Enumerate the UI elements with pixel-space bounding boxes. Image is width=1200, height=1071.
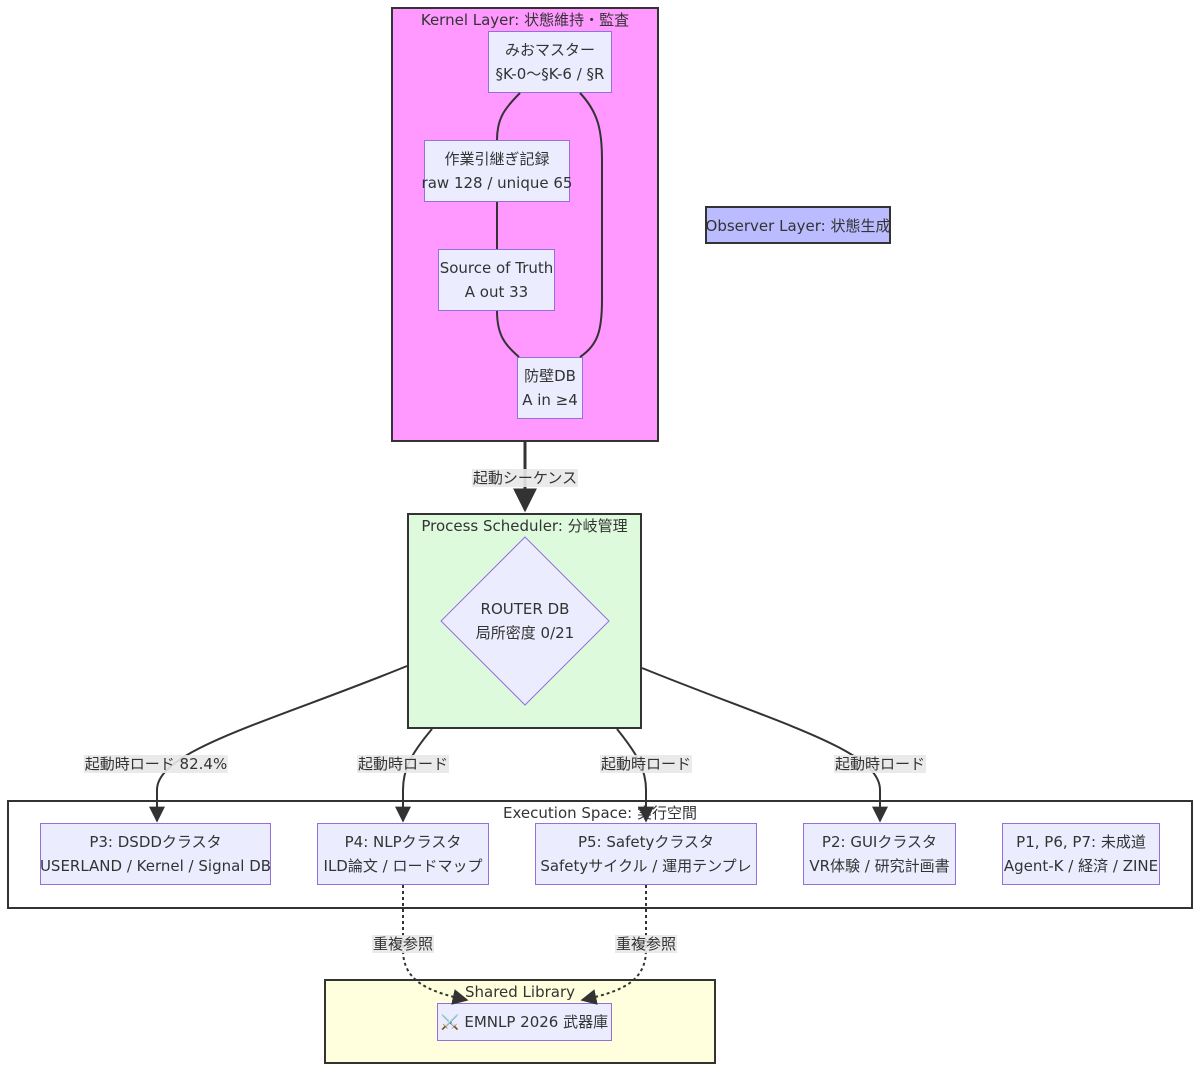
- source-of-truth-title: Source of Truth: [439, 259, 554, 277]
- handover-record-detail: raw 128 / unique 65: [421, 174, 573, 192]
- observer-layer-label: Observer Layer: 状態生成: [705, 216, 891, 235]
- edge-label-load-p4: 起動時ロード: [356, 755, 450, 773]
- handover-record-node: 作業引継ぎ記録 raw 128 / unique 65: [421, 140, 573, 202]
- edge-label-load-p2: 起動時ロード: [833, 755, 927, 773]
- kernel-layer-title: Kernel Layer: 状態維持・監査: [420, 11, 630, 29]
- p2-detail: VR体験 / 研究計画書: [809, 857, 950, 875]
- mio-master-title: みおマスター: [504, 41, 595, 59]
- p5-detail: Safetyサイクル / 運用テンプレ: [540, 857, 752, 875]
- firewall-db-node: 防壁DB A in ≥4: [517, 357, 583, 419]
- emnlp-armory-node: ⚔️ EMNLP 2026 武器庫: [437, 1003, 612, 1041]
- p2-gui-cluster-node: P2: GUIクラスタ VR体験 / 研究計画書: [803, 823, 956, 885]
- process-scheduler-title: Process Scheduler: 分岐管理: [421, 517, 628, 535]
- edge-load-p2: [641, 667, 888, 823]
- p4-nlp-cluster-node: P4: NLPクラスタ ILD論文 / ロードマップ: [317, 823, 489, 885]
- router-db-detail: 局所密度 0/21: [475, 624, 575, 642]
- firewall-db-detail: A in ≥4: [522, 391, 578, 409]
- edge-label-dup-ref-p5: 重複参照: [614, 935, 678, 953]
- mio-master-node: みおマスター §K-0〜§K-6 / §R: [488, 31, 612, 93]
- edge-label-load-p5: 起動時ロード: [599, 755, 693, 773]
- edge-label-dup-ref-p4: 重複参照: [371, 935, 435, 953]
- p1-p6-p7-detail: Agent-K / 経済 / ZINE: [1003, 857, 1159, 875]
- edge-label-boot-sequence: 起動シーケンス: [471, 469, 579, 487]
- mio-master-detail: §K-0〜§K-6 / §R: [495, 65, 605, 83]
- p3-dsdd-cluster-node: P3: DSDDクラスタ USERLAND / Kernel / Signal …: [40, 823, 271, 885]
- observer-layer-node: Observer Layer: 状態生成: [705, 206, 891, 244]
- edge-label-load-p3: 起動時ロード 82.4%: [83, 755, 229, 773]
- source-of-truth-node: Source of Truth A out 33: [438, 249, 555, 311]
- p5-safety-cluster-node: P5: Safetyクラスタ Safetyサイクル / 運用テンプレ: [535, 823, 757, 885]
- p1-p6-p7-node: P1, P6, P7: 未成道 Agent-K / 経済 / ZINE: [1002, 823, 1160, 885]
- source-of-truth-detail: A out 33: [464, 283, 529, 301]
- firewall-db-title: 防壁DB: [524, 367, 576, 385]
- p1-p6-p7-title: P1, P6, P7: 未成道: [1016, 833, 1146, 851]
- p3-title: P3: DSDDクラスタ: [89, 833, 222, 851]
- p3-detail: USERLAND / Kernel / Signal DB: [39, 857, 272, 875]
- edge-load-p3: [149, 665, 408, 823]
- p2-title: P2: GUIクラスタ: [821, 833, 938, 851]
- shared-library-title: Shared Library: [464, 983, 576, 1001]
- p5-title: P5: Safetyクラスタ: [577, 833, 715, 851]
- handover-record-title: 作業引継ぎ記録: [444, 150, 550, 168]
- emnlp-armory-label: ⚔️ EMNLP 2026 武器庫: [440, 1013, 609, 1031]
- p4-detail: ILD論文 / ロードマップ: [323, 857, 483, 875]
- router-db-label: ROUTER DB 局所密度 0/21: [441, 537, 609, 705]
- router-db-title: ROUTER DB: [480, 600, 570, 618]
- p4-title: P4: NLPクラスタ: [344, 833, 462, 851]
- execution-space-title: Execution Space: 実行空間: [503, 804, 697, 822]
